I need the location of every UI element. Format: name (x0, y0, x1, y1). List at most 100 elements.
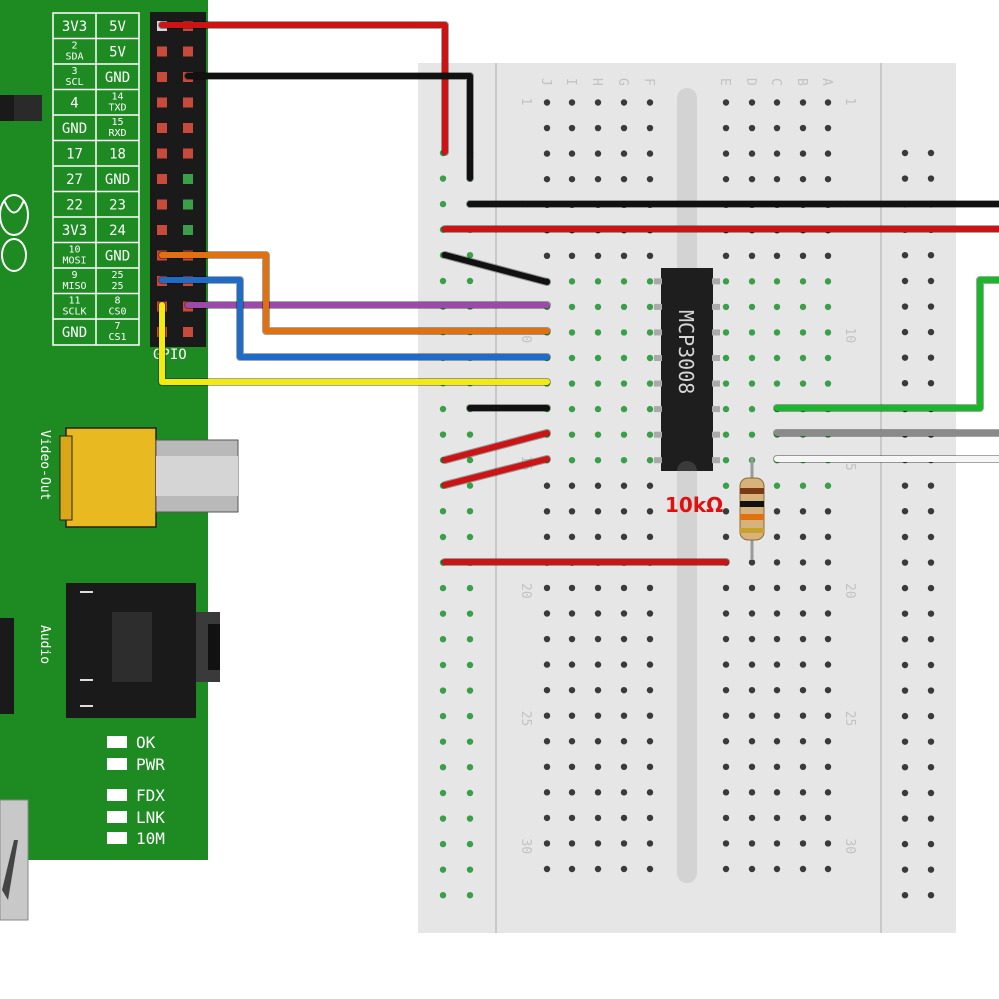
rail-hole (466, 892, 474, 899)
row-number: 25 (842, 711, 857, 727)
gpio-pin-label: 18 (109, 147, 126, 163)
breadboard-hole (568, 303, 576, 311)
rail-hole (927, 636, 935, 643)
row-number: 25 (518, 711, 533, 727)
chip-pin (712, 303, 720, 310)
breadboard-hole (568, 635, 576, 643)
rail-hole (466, 508, 474, 515)
rail-hole (927, 764, 935, 771)
breadboard-hole (646, 865, 654, 873)
row-number: 30 (518, 838, 533, 854)
video-out-label: Video-Out (37, 430, 52, 500)
rail-hole (466, 533, 474, 541)
breadboard-hole (620, 661, 628, 668)
breadboard-hole (620, 278, 628, 285)
gpio-pin (157, 123, 167, 133)
resistor-10k (739, 458, 765, 560)
breadboard-hole (773, 329, 781, 336)
gpio-pin (183, 46, 193, 57)
breadboard-hole (568, 840, 576, 847)
breadboard-hole (594, 175, 602, 183)
rail-hole (901, 149, 909, 157)
rail-hole (466, 252, 474, 259)
breadboard-hole (620, 405, 628, 413)
breadboard-hole (594, 329, 602, 336)
breadboard-hole (646, 252, 654, 259)
breadboard-hole (799, 865, 807, 873)
row-number: 1 (842, 98, 857, 106)
breadboard-hole (594, 610, 602, 617)
gpio-pin-number: 9 (71, 270, 77, 281)
rail-hole (439, 764, 447, 771)
breadboard-hole (748, 354, 756, 362)
breadboard-hole (748, 635, 756, 643)
breadboard-hole (646, 380, 654, 387)
breadboard-hole (748, 814, 756, 822)
gpio-pin-number: 3 (71, 66, 77, 77)
breadboard-hole (748, 99, 756, 106)
breadboard-hole (824, 559, 832, 566)
rail-hole (466, 866, 474, 873)
gpio-pin-label: 27 (66, 172, 83, 188)
rail-hole (901, 328, 909, 336)
gpio-pin-number: 10 (68, 245, 80, 256)
breadboard-hole (722, 584, 730, 592)
status-led-label: LNK (136, 808, 165, 827)
gpio-pin-label: SCLK (62, 307, 86, 318)
rail-hole (901, 303, 909, 310)
gpio-pin-label: 3V3 (62, 223, 87, 239)
gpio-pin (157, 72, 167, 82)
rail-hole (466, 687, 474, 694)
breadboard-hole (620, 814, 628, 822)
breadboard-hole (722, 712, 730, 719)
breadboard-hole (799, 354, 807, 362)
breadboard-hole (748, 405, 756, 413)
breadboard-hole (543, 610, 551, 617)
mcp3008-chip: MCP3008 (654, 268, 720, 471)
breadboard-hole (824, 789, 832, 796)
rail-hole (927, 354, 935, 361)
breadboard-hole (594, 354, 602, 362)
row-number: 30 (842, 838, 857, 854)
gpio-pin-label: 5V (109, 19, 126, 35)
breadboard-hole (799, 738, 807, 745)
gpio-pin (183, 174, 193, 184)
breadboard-hole (773, 661, 781, 668)
breadboard-hole (824, 610, 832, 617)
rail-hole (901, 482, 909, 489)
breadboard-hole (773, 533, 781, 541)
breadboard-hole (646, 482, 654, 489)
rail-hole (901, 380, 909, 387)
rail-hole (927, 508, 935, 515)
breadboard-hole (799, 329, 807, 336)
breadboard-hole (799, 840, 807, 847)
gpio-pin-label: 23 (109, 198, 126, 214)
breadboard-hole (620, 354, 628, 362)
breadboard-hole (824, 329, 832, 336)
breadboard-hole (722, 840, 730, 847)
breadboard-hole (646, 763, 654, 770)
status-led (107, 811, 127, 823)
breadboard-hole (620, 840, 628, 847)
breadboard-hole (620, 124, 628, 132)
breadboard-hole (594, 303, 602, 311)
breadboard-hole (620, 380, 628, 387)
gpio-pin-label: SCL (65, 77, 83, 88)
breadboard-hole (568, 150, 576, 157)
chip-pin (654, 355, 662, 361)
rail-hole (901, 815, 909, 822)
rail-hole (439, 815, 447, 822)
breadboard-hole (620, 686, 628, 694)
breadboard-hole (568, 865, 576, 873)
column-letter: F (641, 78, 656, 86)
breadboard-hole (799, 712, 807, 719)
breadboard-hole (620, 635, 628, 643)
breadboard-hole (773, 303, 781, 311)
wire-spi-orange (159, 252, 550, 334)
breadboard-hole (594, 686, 602, 694)
breadboard-hole (722, 814, 730, 822)
breadboard-hole (594, 150, 602, 157)
breadboard-hole (748, 124, 756, 132)
chip-pin (654, 278, 662, 285)
breadboard-hole (773, 380, 781, 387)
